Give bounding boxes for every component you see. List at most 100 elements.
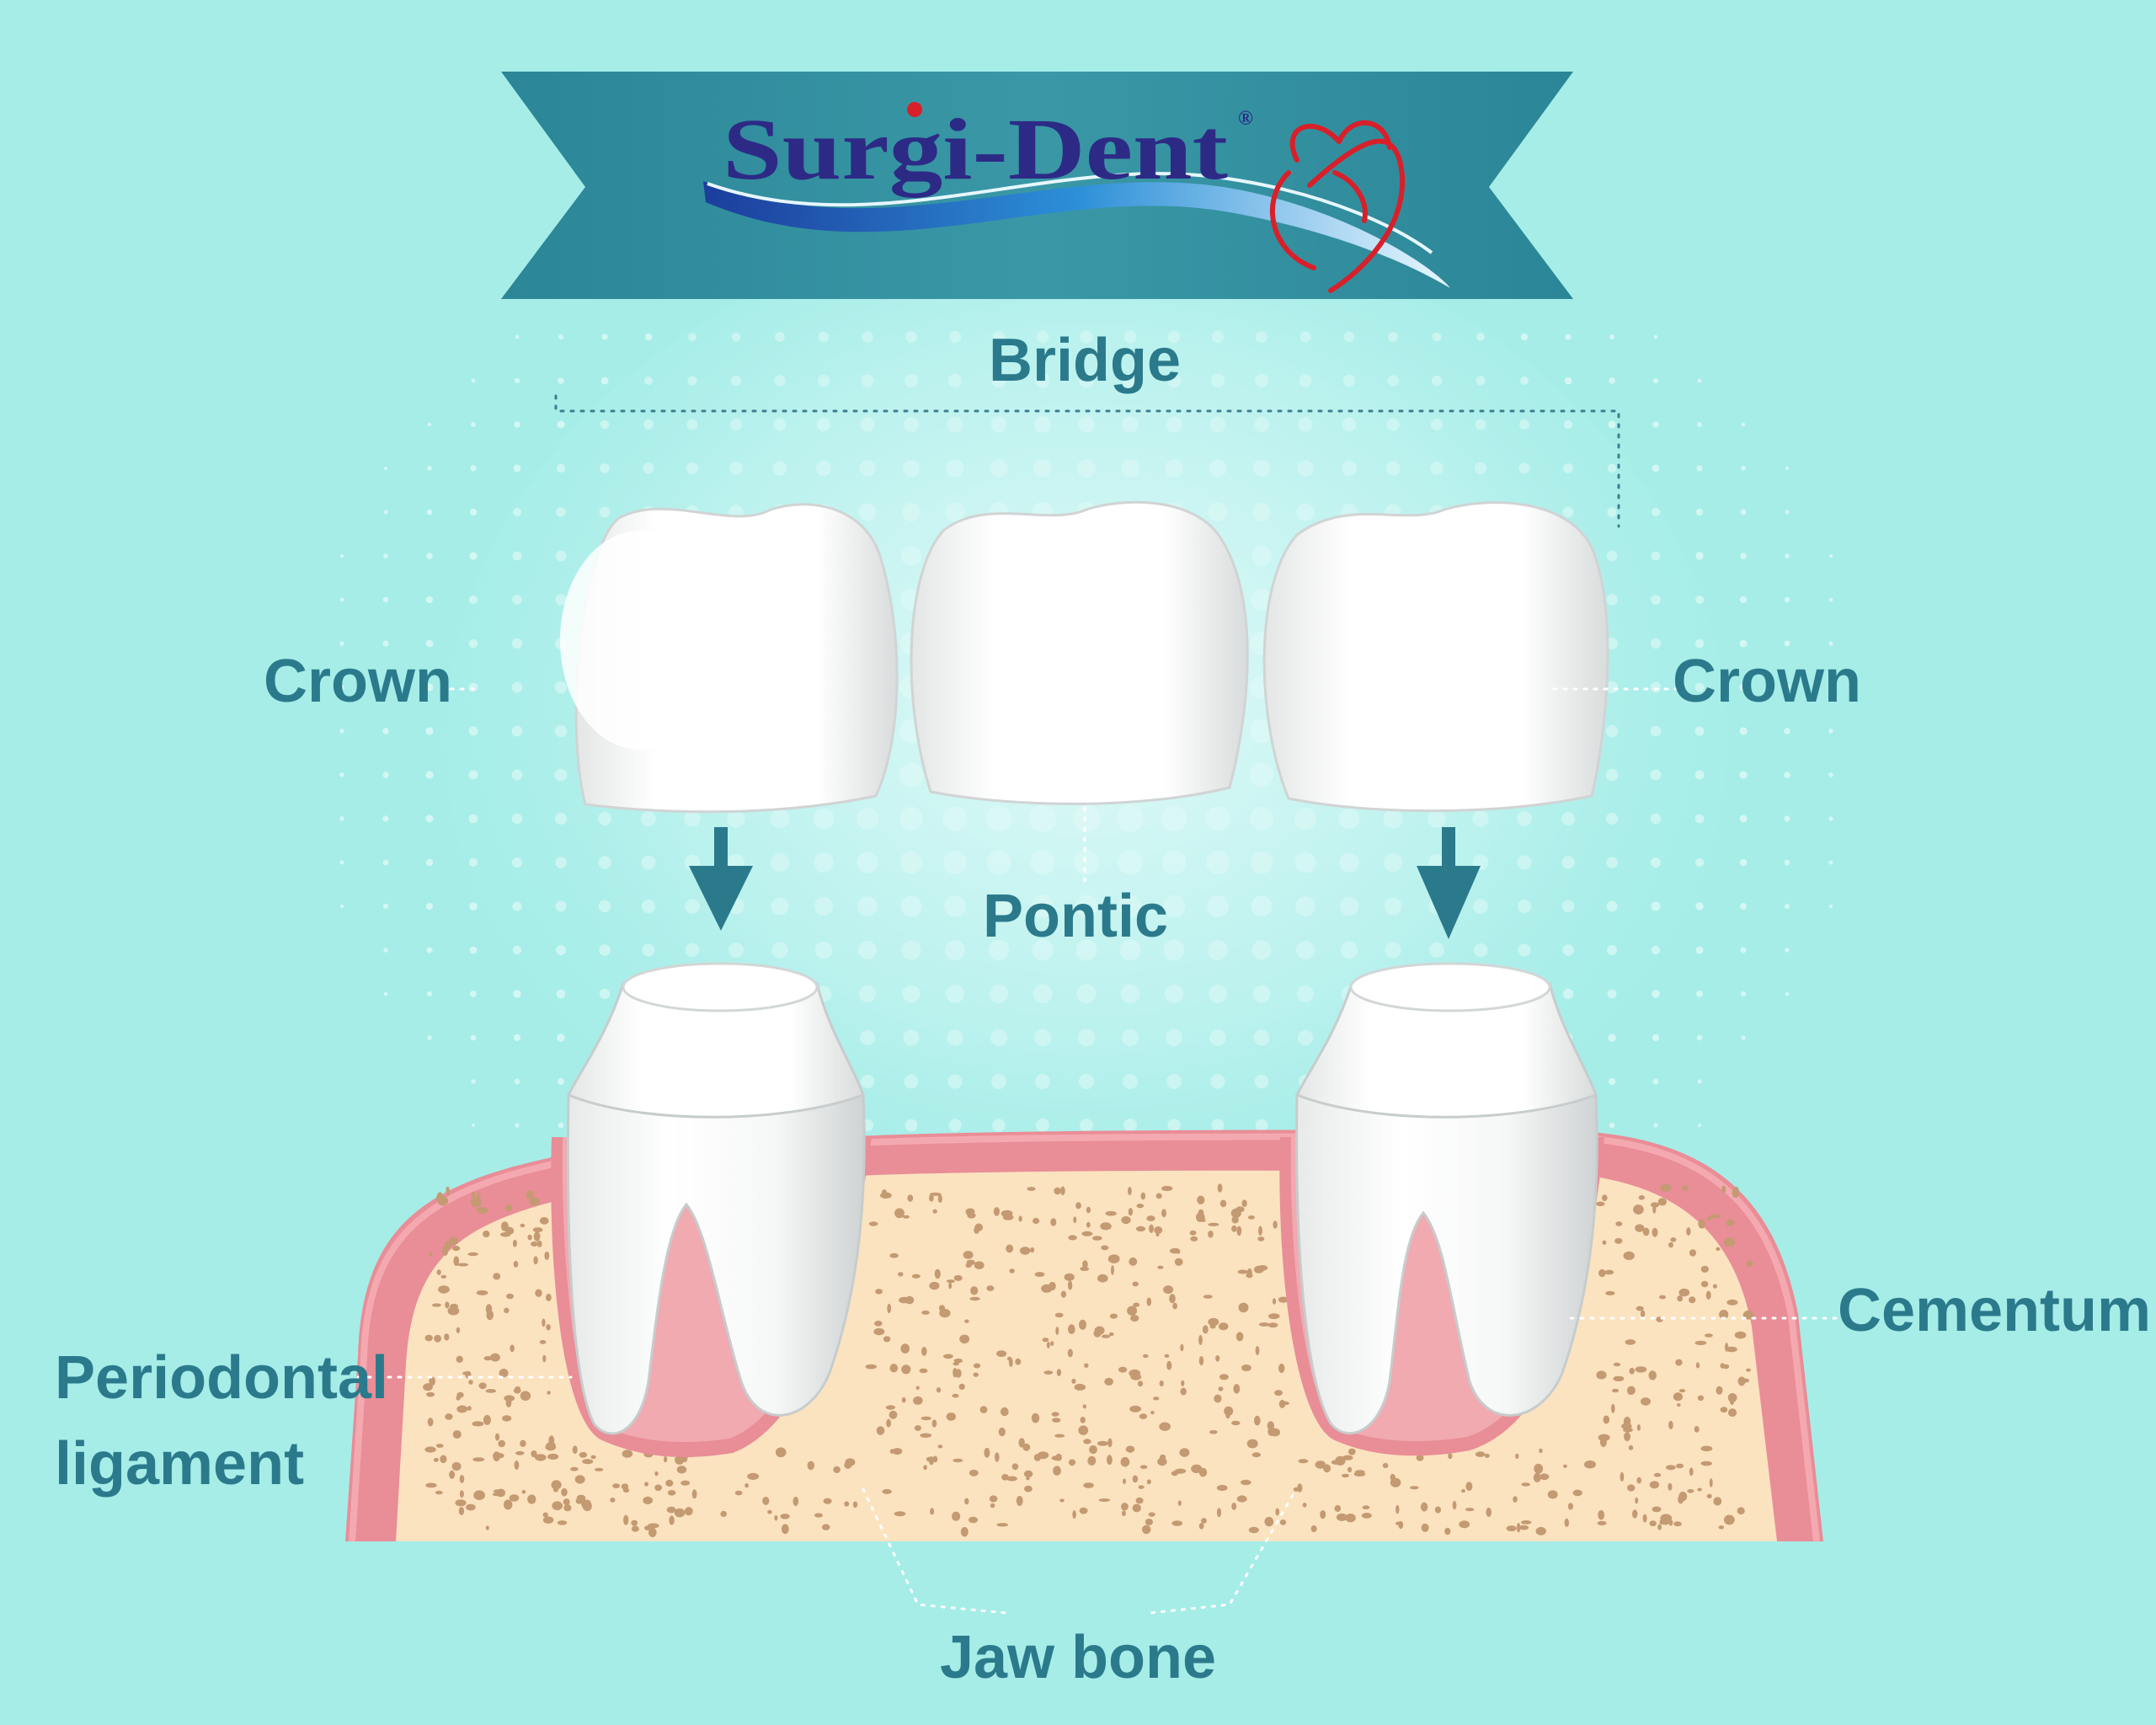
- bone-pore: [1145, 1519, 1153, 1525]
- bone-pore: [1198, 1334, 1203, 1345]
- bone-pore: [1081, 1231, 1093, 1236]
- bone-pore: [939, 1308, 951, 1318]
- halftone-dot: [470, 991, 477, 997]
- bone-pore: [512, 1239, 517, 1247]
- halftone-dot: [557, 1077, 565, 1086]
- bone-pore: [1006, 1244, 1014, 1253]
- bone-pore: [1520, 1520, 1532, 1525]
- bone-pore: [901, 1365, 911, 1375]
- bone-pore: [1642, 1514, 1647, 1523]
- logo-word-surgi: Surgi: [723, 101, 973, 198]
- bone-pore: [1721, 1185, 1726, 1194]
- halftone-dot: [471, 422, 476, 427]
- bone-pore: [1157, 1457, 1167, 1466]
- bone-pore: [1382, 1462, 1389, 1469]
- bone-pore: [546, 1293, 552, 1301]
- bone-pore: [892, 1448, 903, 1455]
- bone-pore: [426, 1391, 435, 1397]
- bridge-crowns: [560, 500, 1609, 814]
- bone-pore: [1198, 1467, 1208, 1477]
- bone-pore: [1746, 1260, 1753, 1267]
- halftone-dot: [1740, 947, 1747, 953]
- bone-pore: [1635, 1497, 1639, 1504]
- bone-pore: [429, 1252, 433, 1257]
- bone-pore: [575, 1498, 583, 1504]
- bone-pore: [1128, 1187, 1132, 1195]
- bone-pore: [1231, 1420, 1241, 1426]
- leader-jaw-bone-right: [1148, 1493, 1294, 1615]
- bone-pore: [920, 1433, 932, 1438]
- bone-pore: [542, 1354, 547, 1363]
- bone-pore: [1097, 1440, 1108, 1446]
- bone-pore: [674, 1508, 686, 1518]
- halftone-dot: [557, 420, 565, 429]
- bone-pore: [1248, 1526, 1259, 1534]
- bone-pore: [669, 1515, 675, 1525]
- bone-pore: [1030, 1247, 1035, 1253]
- halftone-dot: [1741, 1035, 1746, 1040]
- bone-pore: [1109, 1313, 1118, 1319]
- arrow-down-icon: [689, 827, 753, 931]
- bone-pore: [622, 1450, 633, 1458]
- bone-pore: [1572, 1489, 1582, 1497]
- bone-pore: [1180, 1387, 1187, 1396]
- bone-pore: [1709, 1478, 1713, 1487]
- bone-pore: [1636, 1477, 1641, 1484]
- bone-pore: [1218, 1322, 1229, 1331]
- bone-pore: [1682, 1185, 1689, 1192]
- bone-pore: [1396, 1521, 1403, 1526]
- label-periodontal-line2: ligament: [55, 1430, 304, 1498]
- bone-pore: [889, 1252, 899, 1258]
- bone-pore: [1635, 1366, 1647, 1373]
- bone-pore: [483, 1356, 493, 1361]
- bone-pore: [1006, 1356, 1012, 1361]
- bone-pore: [452, 1430, 462, 1439]
- bone-pore: [1181, 1380, 1185, 1386]
- bone-pore: [1534, 1463, 1544, 1474]
- bone-pore: [1153, 1397, 1160, 1401]
- bone-pore: [882, 1488, 892, 1494]
- bone-pore: [1166, 1360, 1172, 1370]
- bone-pore: [1067, 1280, 1073, 1290]
- bone-pore: [1737, 1507, 1745, 1515]
- bone-pore: [547, 1391, 551, 1395]
- bone-pore: [1700, 1265, 1709, 1273]
- bone-pore: [1169, 1294, 1176, 1304]
- arrow-down-icon: [1417, 827, 1481, 939]
- halftone-dot: [1784, 859, 1790, 866]
- bone-pore: [1050, 1218, 1057, 1226]
- halftone-dot: [427, 422, 432, 427]
- bone-pore: [902, 1215, 910, 1219]
- bone-pore: [684, 1507, 693, 1516]
- bone-pore: [563, 1504, 572, 1512]
- bone-pore: [1726, 1299, 1738, 1306]
- bone-pore: [1697, 1395, 1705, 1402]
- bone-pore: [506, 1293, 514, 1300]
- bone-pore: [1649, 1481, 1660, 1489]
- bone-pore: [1107, 1254, 1120, 1263]
- bone-pore: [973, 1372, 979, 1377]
- bone-pore: [509, 1494, 520, 1502]
- bone-pore: [520, 1223, 526, 1228]
- halftone-dot: [1697, 1079, 1702, 1084]
- bone-pore: [873, 1327, 885, 1336]
- bone-pore: [478, 1382, 487, 1390]
- bone-pore: [520, 1391, 531, 1401]
- bone-pore: [886, 1418, 891, 1428]
- bone-pore: [1727, 1408, 1737, 1418]
- halftone-dot: [425, 595, 434, 604]
- bone-pore: [435, 1444, 444, 1448]
- bone-pore: [1506, 1525, 1517, 1532]
- halftone-dot: [1784, 772, 1790, 778]
- bone-pore: [875, 1289, 883, 1295]
- bone-pore: [489, 1353, 500, 1362]
- bone-pore: [1716, 1247, 1721, 1251]
- bone-pore: [1217, 1183, 1223, 1193]
- halftone-dot: [1695, 508, 1704, 516]
- bone-pore: [1302, 1503, 1307, 1508]
- bone-pore: [1107, 1438, 1113, 1448]
- bone-pore: [1278, 1296, 1289, 1303]
- bone-pore: [438, 1285, 450, 1294]
- bone-pore: [1659, 1519, 1665, 1525]
- bone-pore: [472, 1457, 485, 1462]
